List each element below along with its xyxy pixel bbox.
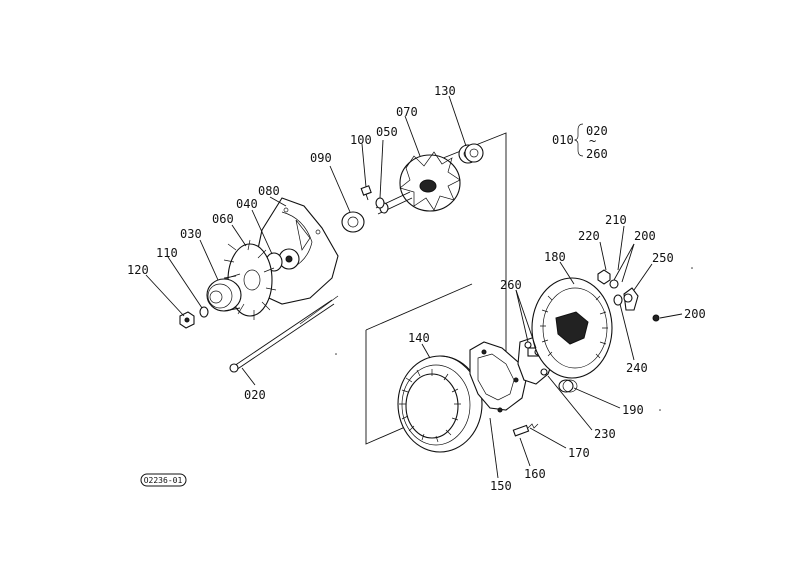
callout-110: 110 <box>156 246 178 260</box>
leader-lines <box>145 95 683 479</box>
group-brace <box>573 123 584 157</box>
part-washer-240 <box>613 294 623 306</box>
callout-100: 100 <box>350 133 372 147</box>
group-range-end: 260 <box>586 147 608 161</box>
callout-180: 180 <box>544 250 566 264</box>
callout-070: 070 <box>396 105 418 119</box>
callout-080: 080 <box>258 184 280 198</box>
callout-210: 210 <box>605 213 627 227</box>
part-nut-200 <box>652 314 660 322</box>
callout-230: 230 <box>594 427 616 441</box>
part-spring-170 <box>527 423 539 429</box>
drawing-code: O2236-01 <box>144 476 183 485</box>
part-bushing-190 <box>558 379 578 393</box>
callout-140: 140 <box>408 331 430 345</box>
group-reference: 010 020 ~ 260 <box>552 123 608 161</box>
callout-220: 220 <box>578 229 600 243</box>
part-bearing-090 <box>341 211 365 233</box>
group-range-tilde: ~ <box>589 134 596 148</box>
scan-specks <box>335 267 693 411</box>
callout-020: 020 <box>244 388 266 402</box>
part-terminal-250 <box>623 287 639 311</box>
callout-240: 240 <box>626 361 648 375</box>
callout-170: 170 <box>568 446 590 460</box>
part-rotor-070 <box>375 151 461 215</box>
callout-200-right: 200 <box>684 307 706 321</box>
part-rear-cover-180 <box>531 277 613 379</box>
part-collar-050 <box>375 197 385 209</box>
callout-040: 040 <box>236 197 258 211</box>
callout-130: 130 <box>434 84 456 98</box>
group-range-start: 020 <box>586 124 608 138</box>
callout-150: 150 <box>490 479 512 493</box>
part-bearing-130 <box>458 143 484 164</box>
group-main-number: 010 <box>552 133 574 147</box>
part-rectifier-150 <box>469 341 527 413</box>
callout-090: 090 <box>310 151 332 165</box>
callout-250: 250 <box>652 251 674 265</box>
callout-060: 060 <box>212 212 234 226</box>
part-washer-210 <box>609 279 619 289</box>
callout-050: 050 <box>376 125 398 139</box>
callout-190: 190 <box>622 403 644 417</box>
part-through-bolt-020 <box>229 295 339 373</box>
callout-200-top: 200 <box>634 229 656 243</box>
part-pulley-030 <box>206 273 242 312</box>
callout-260: 260 <box>500 278 522 292</box>
part-drive-end-frame-080 <box>253 197 339 305</box>
callouts: 130 070 100 050 090 080 040 060 030 110 … <box>127 84 706 493</box>
part-screw-100 <box>360 185 372 201</box>
callout-160: 160 <box>524 467 546 481</box>
part-nut-220 <box>597 269 611 285</box>
callout-030: 030 <box>180 227 202 241</box>
part-terminal-230 <box>540 368 548 376</box>
part-washer-110 <box>199 306 209 318</box>
part-stator-140 <box>397 355 483 453</box>
part-brush-160 <box>512 424 530 437</box>
callout-120: 120 <box>127 263 149 277</box>
drawing-code-badge: O2236-01 <box>140 473 187 487</box>
